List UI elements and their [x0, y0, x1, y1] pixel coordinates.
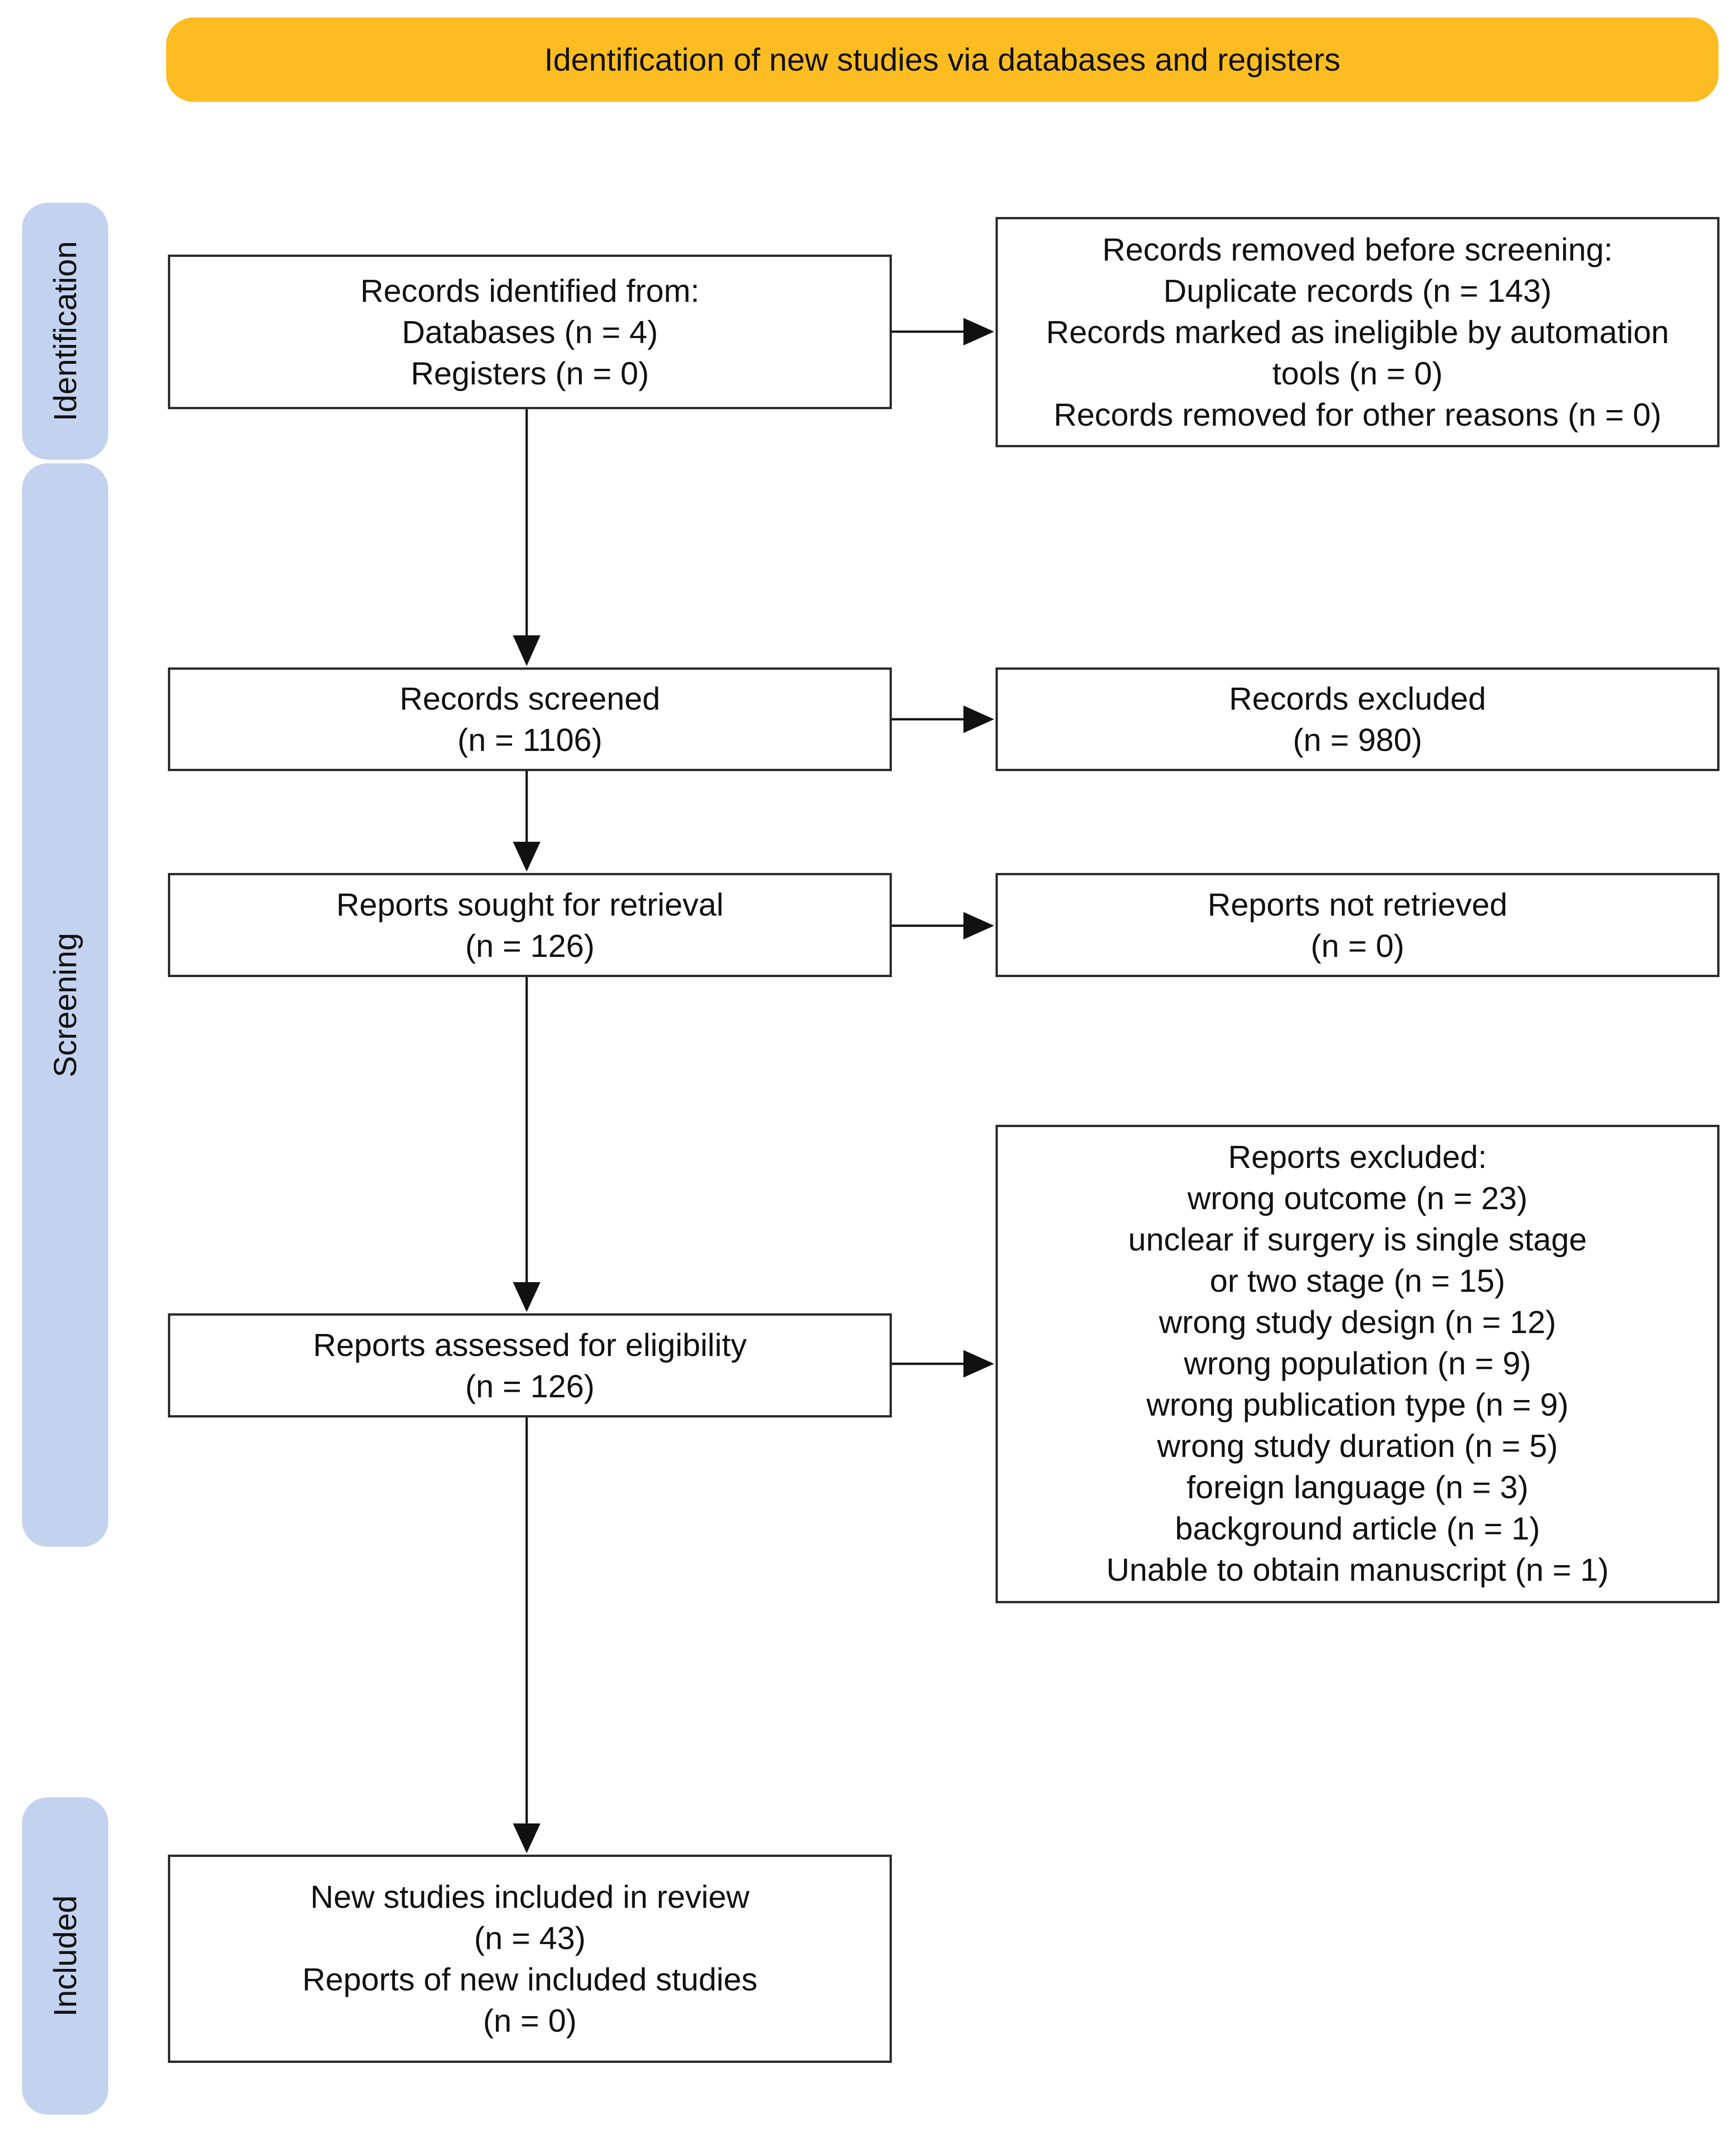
side-tab-identification-label: Identification — [47, 241, 83, 422]
records-screened-line: Records screened — [399, 681, 661, 717]
reports-excluded-line: unclear if surgery is single stage — [1128, 1222, 1587, 1257]
reports-sought-line: Reports sought for retrieval — [336, 886, 724, 923]
records-excluded-box: Records excluded (n = 980) — [996, 667, 1719, 771]
studies-included-line: New studies included in review — [310, 1879, 750, 1915]
arrowhead-assessed-to-included — [513, 1823, 540, 1853]
reports-excluded-line: wrong population (n = 9) — [1184, 1345, 1531, 1381]
reports-excluded-line: wrong publication type (n = 9) — [1146, 1387, 1569, 1423]
records-excluded-line: (n = 980) — [1292, 722, 1423, 758]
arrowhead-identified-to-removed — [963, 318, 994, 345]
arrowhead-screened-to-excluded — [963, 706, 994, 733]
side-tab-screening: Screening — [22, 463, 108, 1547]
records-screened-box: Records screened (n = 1106) — [168, 667, 892, 771]
identification-header: Identification of new studies via databa… — [166, 17, 1719, 102]
side-tab-included: Included — [22, 1797, 108, 2115]
side-tab-included-label: Included — [47, 1895, 83, 2017]
records-removed-line: Records removed for other reasons (n = 0… — [1053, 397, 1662, 433]
arrowhead-screened-to-sought — [513, 842, 540, 872]
reports-not-retrieved-line: Reports not retrieved — [1207, 886, 1508, 923]
studies-included-line: (n = 43) — [474, 1920, 586, 1956]
studies-included-line: (n = 0) — [483, 2003, 577, 2039]
records-identified-line: Records identified from: — [360, 272, 700, 309]
reports-not-retrieved-box: Reports not retrieved (n = 0) — [996, 873, 1719, 977]
reports-excluded-line: Reports excluded: — [1228, 1139, 1487, 1175]
reports-excluded-line: wrong study design (n = 12) — [1159, 1304, 1556, 1340]
reports-not-retrieved-line: (n = 0) — [1310, 928, 1405, 964]
records-excluded-line: Records excluded — [1229, 681, 1486, 717]
side-tab-screening-label: Screening — [47, 933, 83, 1078]
reports-excluded-line: Unable to obtain manuscript (n = 1) — [1106, 1552, 1609, 1588]
reports-excluded-line: wrong outcome (n = 23) — [1187, 1180, 1528, 1216]
reports-excluded-line: or two stage (n = 15) — [1210, 1263, 1505, 1299]
reports-excluded-line: foreign language (n = 3) — [1186, 1469, 1529, 1505]
side-tab-identification: Identification — [22, 203, 108, 460]
studies-included-line: Reports of new included studies — [302, 1962, 758, 1997]
reports-assessed-line: (n = 126) — [465, 1368, 595, 1404]
records-screened-line: (n = 1106) — [457, 722, 602, 758]
reports-assessed-line: Reports assessed for eligibility — [313, 1327, 747, 1363]
records-removed-line: Records removed before screening: — [1102, 232, 1613, 267]
arrowhead-identified-to-screened — [513, 635, 540, 666]
arrowhead-sought-to-not-retrieved — [963, 912, 994, 939]
reports-assessed-box: Reports assessed for eligibility (n = 126… — [168, 1313, 892, 1417]
reports-sought-box: Reports sought for retrieval (n = 126) — [168, 873, 892, 977]
records-identified-box: Records identified from: Databases (n = 4… — [168, 255, 892, 409]
records-removed-box: Records removed before screening: Duplica… — [996, 217, 1719, 447]
records-identified-line: Databases (n = 4) — [401, 314, 658, 350]
reports-sought-line: (n = 126) — [465, 928, 595, 964]
reports-excluded-line: background article (n = 1) — [1175, 1511, 1540, 1546]
reports-excluded-line: wrong study duration (n = 5) — [1157, 1428, 1558, 1464]
records-removed-line: Records marked as ineligible by automati… — [1046, 314, 1669, 350]
records-removed-line: tools (n = 0) — [1272, 356, 1443, 391]
arrowhead-sought-to-assessed — [513, 1282, 540, 1312]
header-label: Identification of new studies via databa… — [544, 42, 1341, 78]
arrowhead-assessed-to-reports-excluded — [963, 1350, 994, 1378]
records-identified-line: Registers (n = 0) — [411, 355, 649, 391]
studies-included-box: New studies included in review (n = 43) Re… — [168, 1855, 892, 2063]
reports-excluded-box: Reports excluded: wrong outcome (n = 23) u… — [996, 1125, 1719, 1603]
records-removed-line: Duplicate records (n = 143) — [1163, 273, 1552, 309]
